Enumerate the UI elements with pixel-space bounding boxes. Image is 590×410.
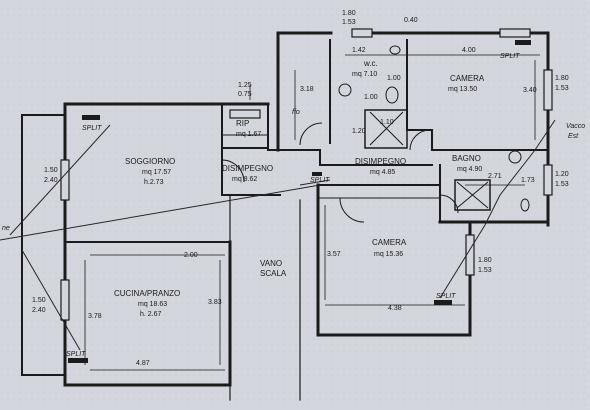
soggiorno-label: SOGGIORNO (125, 157, 175, 166)
dim-bagno-r-153: 1.53 (555, 181, 569, 188)
dim-wc-110: 1.10 (380, 119, 394, 126)
ffo-label: ffo (292, 109, 300, 116)
dim-cam2-153: 1.53 (478, 267, 492, 274)
dim-bagno-173: 1.73 (521, 177, 535, 184)
dim-rip-125: 1.25 (238, 82, 252, 89)
vano-label: VANO (260, 259, 282, 268)
disimpegno1-area: mq 8.62 (232, 176, 257, 183)
vacco-label: Vacco (566, 123, 585, 130)
dim-cam2-180: 1.80 (478, 257, 492, 264)
dim-top-180: 1.80 (342, 10, 356, 17)
dimension-labels: 1.80 1.53 0.40 1.42 1.00 1.00 1.10 1.20 … (32, 10, 569, 367)
disimpegno2-area: mq 4.85 (370, 169, 395, 176)
dim-cam-340: 3.40 (523, 87, 537, 94)
fixtures (338, 45, 530, 212)
split-label-cucina: SPLIT (66, 351, 86, 358)
cucina-height: h. 2.67 (140, 311, 162, 318)
dim-wc-100a: 1.00 (364, 94, 378, 101)
bagno-area: mq 4.90 (457, 166, 482, 173)
split-unit-soggiorno (82, 115, 100, 120)
dim-cuc-200: 2.00 (184, 252, 198, 259)
disimpegno1-label: DISIMPEGNO (222, 164, 273, 173)
dim-sog-240: 2.40 (44, 177, 58, 184)
cucina-label: CUCINA/PRANZO (114, 289, 180, 298)
soggiorno-height: h.2.73 (144, 179, 164, 186)
dim-cam2-438: 4.38 (388, 305, 402, 312)
scala-label: SCALA (260, 269, 287, 278)
camera1-label: CAMERA (450, 74, 485, 83)
dimension-lines (84, 54, 540, 371)
camera2-label: CAMERA (372, 238, 407, 247)
room-labels: SOGGIORNO mq 17.57 h.2.73 RIP mq 1.67 DI… (114, 59, 485, 318)
split-units (68, 40, 531, 363)
dim-cam-r-153: 1.53 (555, 85, 569, 92)
rip-label: RIP (236, 119, 249, 128)
est-label: Est (568, 133, 579, 140)
soggiorno-area: mq 17.57 (142, 169, 171, 176)
split-unit-camera2 (434, 300, 452, 305)
wc-label: w.c. (363, 59, 378, 68)
dim-sog-150: 1.50 (44, 167, 58, 174)
dim-rip-075: 0.75 (238, 91, 252, 98)
dim-cuc-378: 3.78 (88, 313, 102, 320)
rip-area: mq 1.67 (236, 131, 261, 138)
handwritten-annotations: SPLIT SPLIT SPLIT SPLIT SPLIT ffo Vacco … (2, 53, 585, 358)
dim-cuc-150: 1.50 (32, 297, 46, 304)
disimpegno2-label: DISIMPEGNO (355, 157, 406, 166)
dim-top-153: 1.53 (342, 19, 356, 26)
split-label-disimpegno: SPLIT (310, 177, 330, 184)
dim-wc-100b: 1.00 (387, 75, 401, 82)
dim-cam-r-180: 1.80 (555, 75, 569, 82)
dim-cam-400: 4.00 (462, 47, 476, 54)
split-label-soggiorno: SPLIT (82, 125, 102, 132)
split-wires (0, 119, 556, 351)
dim-cuc-240: 2.40 (32, 307, 46, 314)
dim-cuc-383: 3.83 (208, 299, 222, 306)
camera2-area: mq 15.36 (374, 251, 403, 258)
dim-top-040: 0.40 (404, 17, 418, 24)
wc-area: mq 7.10 (352, 71, 377, 78)
split-unit-cucina (68, 358, 88, 363)
dim-wc-120: 1.20 (352, 128, 366, 135)
split-unit-disimpegno (312, 172, 322, 176)
bagno-label: BAGNO (452, 154, 481, 163)
cucina-area: mq 18.63 (138, 301, 167, 308)
split-label-camera2: SPLIT (436, 293, 456, 300)
split-label-camera: SPLIT (500, 53, 520, 60)
dim-cam2-357: 3.57 (327, 251, 341, 258)
door-swings (221, 122, 459, 223)
split-unit-camera (515, 40, 531, 45)
windows (60, 28, 553, 321)
dim-bagno-r-120: 1.20 (555, 171, 569, 178)
dim-ffo-318: 3.18 (300, 86, 314, 93)
camera1-area: mq 13.50 (448, 86, 477, 93)
dim-bagno-271: 2.71 (488, 173, 502, 180)
dim-wc-142: 1.42 (352, 47, 366, 54)
left-mark: ne (2, 225, 10, 232)
dim-cuc-487: 4.87 (136, 360, 150, 367)
